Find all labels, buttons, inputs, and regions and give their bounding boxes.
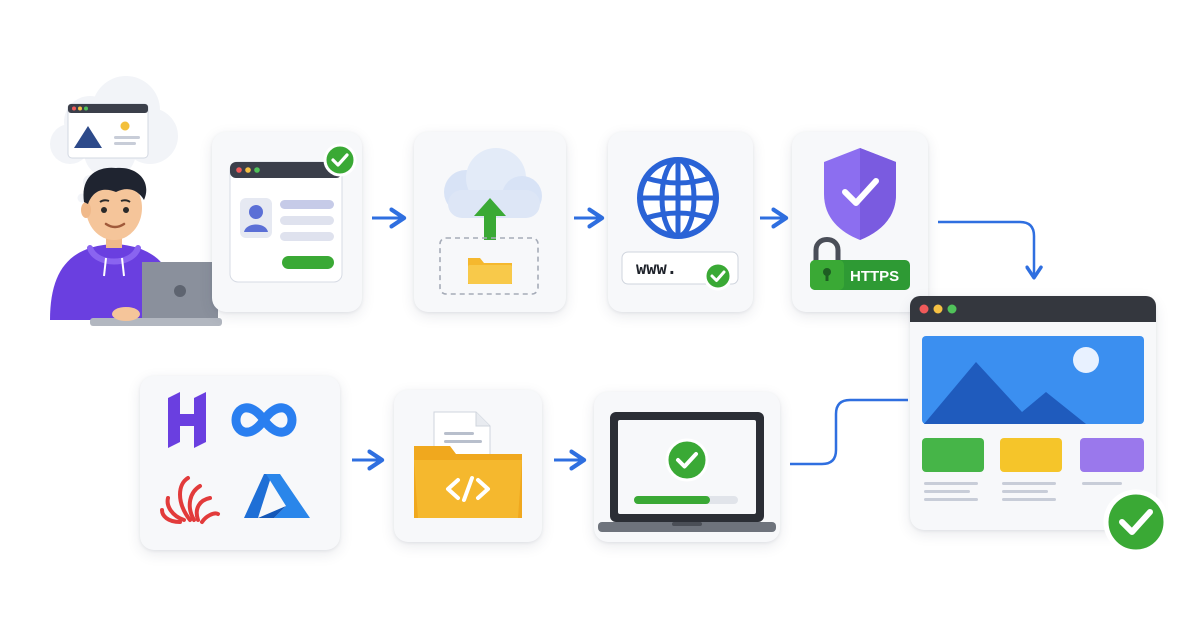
check-icon xyxy=(323,143,357,177)
padlock-icon xyxy=(810,237,910,290)
check-icon xyxy=(703,261,733,291)
huawei-logo-icon xyxy=(160,476,220,524)
domain-card: www. xyxy=(608,132,753,312)
code-folder-icon xyxy=(414,411,522,518)
check-icon xyxy=(1103,489,1169,555)
shield-check-icon xyxy=(824,148,896,240)
globe-icon xyxy=(637,157,719,239)
domain-url-text: www. xyxy=(636,259,677,279)
code-upload-card xyxy=(394,390,542,542)
hosting-providers-card xyxy=(140,376,340,550)
developer-illustration xyxy=(30,70,230,332)
live-website-icon xyxy=(910,296,1156,501)
folder-icon xyxy=(439,237,539,295)
signup-card xyxy=(212,132,362,312)
laptop-icon xyxy=(90,262,222,326)
azure-logo-icon xyxy=(244,474,310,518)
live-website-card xyxy=(910,296,1169,555)
thought-cloud-icon xyxy=(50,76,178,203)
laptop-progress-icon xyxy=(598,412,776,532)
deploy-progress-card xyxy=(594,392,780,542)
cloud-upload-icon xyxy=(444,148,542,240)
user-avatar-icon xyxy=(240,198,272,238)
connector-laptop-website xyxy=(790,398,908,466)
ssl-card: HTTPS xyxy=(792,132,928,312)
hosting-logos-icon xyxy=(160,392,310,524)
check-icon xyxy=(665,438,709,482)
https-badge-text: HTTPS xyxy=(850,268,899,285)
arrow-to-website xyxy=(938,220,1043,280)
upload-card xyxy=(414,132,566,312)
